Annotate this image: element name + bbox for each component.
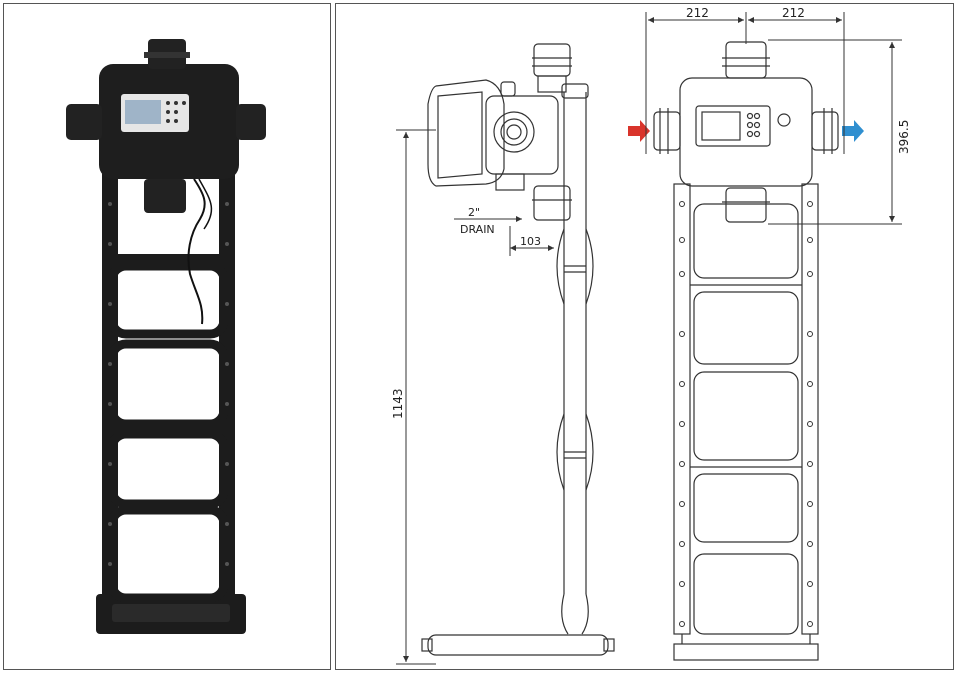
drain-label: DRAIN <box>460 223 495 236</box>
side-top-pipe <box>533 43 571 77</box>
head-height-dimension: 396.5 <box>768 39 911 225</box>
side-valve-port <box>493 111 535 153</box>
width-dimensions: 212 212 <box>645 6 845 154</box>
front-valve-head <box>679 77 813 187</box>
red-arrow-icon <box>628 120 650 142</box>
front-lcd-screen <box>701 111 741 141</box>
front-base <box>673 643 819 661</box>
front-right-rail <box>801 183 819 635</box>
product-photo-panel <box>3 3 331 670</box>
total-height-dimension: 1143 <box>391 129 436 665</box>
product-photo <box>66 39 266 634</box>
blue-arrow-icon <box>842 120 864 142</box>
technical-drawing: 2" DRAIN 103 1143 <box>391 6 911 665</box>
drain-offset-dim: 103 <box>520 235 541 248</box>
side-drain-fitting <box>495 173 525 191</box>
front-drain-pipe <box>725 187 767 223</box>
photo-power-cable <box>187 178 206 325</box>
drain-size-label: 2" <box>468 206 480 219</box>
side-bottom-pipe <box>533 185 571 221</box>
side-base-foot <box>427 634 609 656</box>
front-view <box>653 41 839 661</box>
head-height-dim: 396.5 <box>897 120 911 154</box>
front-outlet-pipe <box>811 111 839 151</box>
right-width-dim: 212 <box>782 6 805 20</box>
front-control-panel <box>695 105 771 147</box>
front-status-light <box>777 113 791 127</box>
front-inlet-pipe <box>653 111 681 151</box>
technical-drawing-panel: 2" DRAIN 103 1143 <box>335 3 954 670</box>
photo-inlet-pipe <box>66 104 102 140</box>
photo-outlet-pipe <box>236 104 266 140</box>
drain-dimension: 2" DRAIN 103 <box>454 206 554 256</box>
front-left-rail <box>673 183 691 635</box>
side-view <box>421 43 615 656</box>
left-width-dim: 212 <box>686 6 709 20</box>
front-top-pipe <box>725 41 767 79</box>
photo-drain-pipe <box>144 179 186 213</box>
total-height-dim: 1143 <box>391 388 405 419</box>
photo-lcd-screen <box>125 100 161 124</box>
